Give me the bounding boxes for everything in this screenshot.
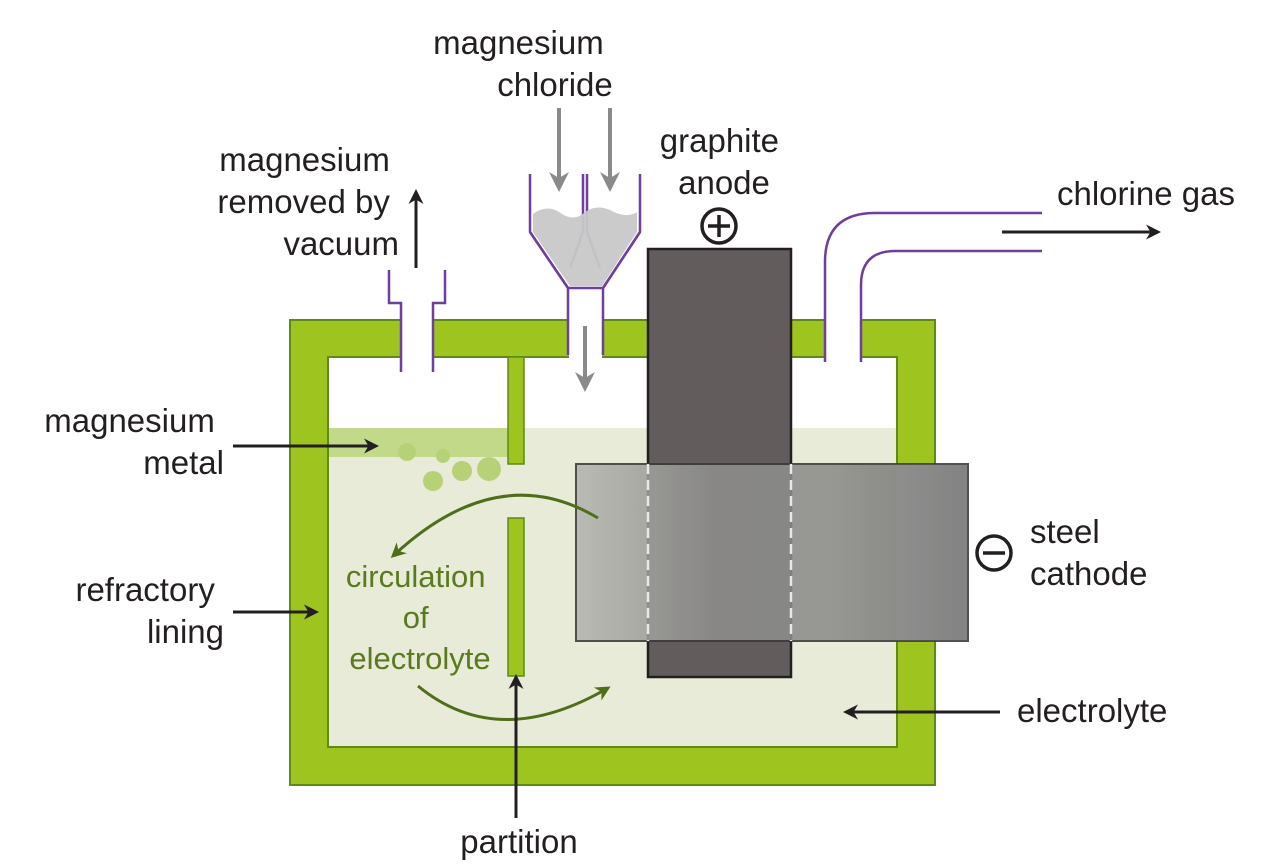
pointer-arrows bbox=[233, 189, 1161, 818]
chlorine-gas-label: chlorine gas bbox=[1057, 175, 1235, 212]
vacuum-tube bbox=[387, 270, 447, 372]
electrolyte-label: electrolyte bbox=[1017, 692, 1167, 729]
magnesium-removed-label: magnesium removed by vacuum bbox=[217, 141, 399, 262]
circulation-arrows bbox=[390, 493, 611, 721]
magnesium-chloride-label: magnesium chloride bbox=[433, 24, 613, 103]
graphite-anode-label: graphite anode bbox=[660, 122, 788, 201]
minus-in-circle-icon bbox=[975, 534, 1013, 572]
feed-hopper bbox=[528, 174, 642, 358]
partition bbox=[507, 356, 525, 677]
refractory-lining-label: refractory lining bbox=[75, 571, 224, 650]
steel-cathode-label: steel cathode bbox=[1030, 513, 1147, 592]
magnesium-chloride-powder bbox=[533, 207, 637, 286]
feed-arrows bbox=[549, 108, 620, 392]
steel-cathode bbox=[575, 463, 969, 642]
circulation-label: circulation of electrolyte bbox=[346, 559, 494, 676]
magnesium-metal-layer bbox=[329, 428, 508, 457]
chlorine-tubes bbox=[823, 211, 1042, 362]
magnesium-droplets bbox=[398, 443, 501, 491]
partition-label: partition bbox=[460, 823, 577, 860]
magnesium-metal-label: magnesium metal bbox=[44, 402, 224, 481]
plus-in-circle-icon bbox=[700, 207, 738, 245]
